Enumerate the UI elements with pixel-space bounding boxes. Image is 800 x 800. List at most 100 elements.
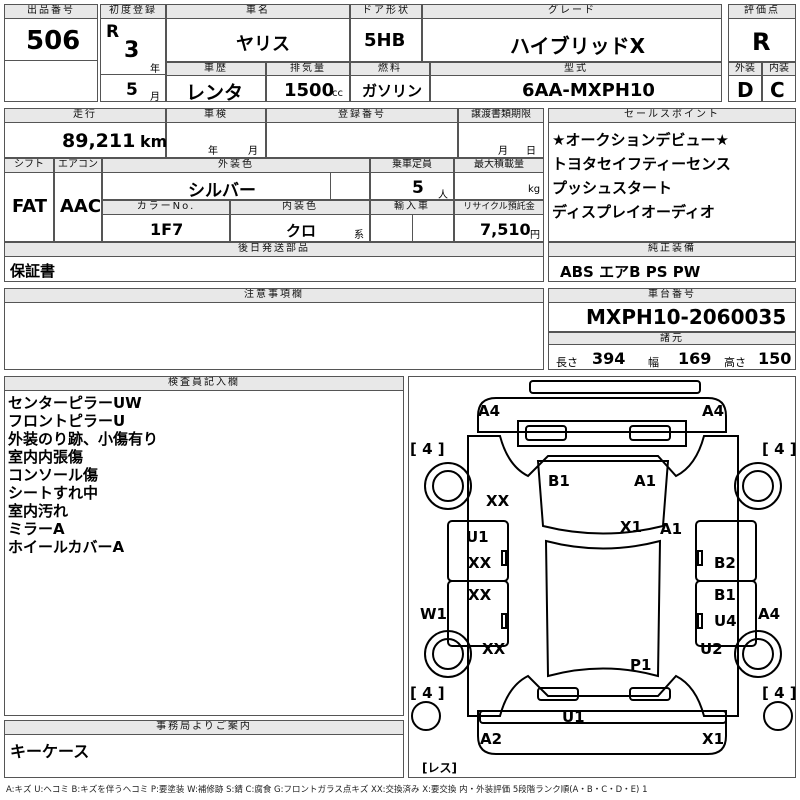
era: R <box>106 22 120 42</box>
front-grille-r <box>629 425 671 441</box>
car-damage-diagram: [ 4 ] [ 4 ] [ 4 ] [ 4 ] A4 A4 B1 A1 XX X… <box>410 380 796 775</box>
ac-label: エアコン <box>54 158 102 173</box>
chassis-label: 車台番号 <box>548 288 796 303</box>
lot-number: 506 <box>26 26 81 56</box>
wheel-fr-inner <box>742 470 774 502</box>
score-label: 評価点 <box>728 4 796 19</box>
score: R <box>752 28 771 56</box>
damage-mark: U1 <box>466 528 489 546</box>
damage-mark: A1 <box>634 472 656 490</box>
later-parts-label: 後日発送部品 <box>4 242 544 257</box>
int-color-label: 内装色 <box>230 200 370 215</box>
shift-label: シフト <box>4 158 54 173</box>
ext-color: シルバー <box>188 181 256 201</box>
damage-mark: B1 <box>548 472 570 490</box>
front-grille <box>525 425 567 441</box>
int-color-unit: 系 <box>354 230 364 241</box>
inspector-item: センターピラーUW <box>8 394 142 412</box>
bottom-bar <box>479 710 727 724</box>
damage-mark: XX <box>468 554 492 572</box>
rear-bumper <box>477 710 727 755</box>
door: 5HB <box>364 30 406 51</box>
wheel-rr <box>734 630 782 678</box>
capacity: 5 <box>412 178 424 198</box>
inspection-label: 車検 <box>166 108 266 123</box>
office-label: 事務局よりご案内 <box>4 720 404 735</box>
reg-year: 3 <box>124 38 140 63</box>
int-label: 内装 <box>762 62 796 76</box>
tire-fl-label: [ 4 ] <box>410 440 445 458</box>
ext-color-divider <box>330 173 331 200</box>
damage-mark: U2 <box>700 640 723 658</box>
inspector-item: シートすれ中 <box>8 484 99 502</box>
recycle-unit: 円 <box>530 230 540 241</box>
model: 6AA-MXPH10 <box>522 80 655 101</box>
damage-mark: P1 <box>630 656 651 674</box>
damage-mark: XX <box>486 492 510 510</box>
handle <box>697 550 703 566</box>
reg-no-label: 登録番号 <box>266 108 458 123</box>
roof <box>544 539 662 678</box>
sales-point: トヨタセイフティーセンス <box>552 155 731 173</box>
height-label: 高さ <box>724 356 746 369</box>
dims-label: 諸元 <box>548 332 796 345</box>
damage-mark: W1 <box>420 605 447 623</box>
handle <box>501 613 507 629</box>
int-score: C <box>770 78 785 102</box>
car-name-label: 車名 <box>166 4 350 19</box>
inspector-item: フロントピラーU <box>8 412 126 430</box>
transfer-month: 月 <box>498 146 508 157</box>
month-unit: 月 <box>150 92 160 103</box>
chassis-number: MXPH10-2060035 <box>586 305 787 329</box>
ext-color-label: 外装色 <box>102 158 370 173</box>
max-load-unit: kg <box>528 184 541 195</box>
first-reg-divider <box>100 74 166 75</box>
displacement-label: 排気量 <box>266 62 350 76</box>
capacity-label: 乗車定員 <box>370 158 454 173</box>
damage-mark: A4 <box>702 402 724 420</box>
tire-rl-label: [ 4 ] <box>410 684 445 702</box>
damage-mark: B1 <box>714 586 736 604</box>
rear-plate <box>537 687 579 701</box>
width: 169 <box>678 349 712 368</box>
inspector-item: コンソール傷 <box>8 466 99 484</box>
sales-point: ディスプレイオーディオ <box>552 203 715 221</box>
damage-mark: A4 <box>758 605 780 623</box>
import-divider <box>412 215 413 242</box>
wheel-fl-inner <box>432 470 464 502</box>
tire-fr-label: [ 4 ] <box>762 440 796 458</box>
damage-mark: U4 <box>714 612 737 630</box>
transfer-day: 日 <box>526 146 536 157</box>
damage-mark: XX <box>482 640 506 658</box>
hood <box>536 460 670 535</box>
rest-label: [レス] <box>422 761 457 775</box>
ac: AAC <box>60 196 102 217</box>
wheel-rl-inner <box>432 638 464 670</box>
max-load-label: 最大積載量 <box>454 158 544 173</box>
top-bar <box>529 380 701 394</box>
ext-label: 外装 <box>728 62 762 76</box>
reg-month: 5 <box>126 80 138 100</box>
wheel-fl <box>424 462 472 510</box>
damage-mark: X1 <box>620 518 642 536</box>
damage-mark: A2 <box>480 730 502 748</box>
mileage-label: 走行 <box>4 108 166 123</box>
mileage: 89,211 <box>62 130 136 152</box>
color-no: 1F7 <box>150 220 184 239</box>
mileage-unit: km <box>140 132 168 151</box>
length-label: 長さ <box>556 356 578 369</box>
first-reg-label: 初度登録 <box>100 4 166 19</box>
capacity-unit: 人 <box>438 190 448 201</box>
damage-mark: A1 <box>660 520 682 538</box>
displacement-unit: cc <box>332 88 343 99</box>
car-name: ヤリス <box>236 34 290 55</box>
fuel-label: 燃料 <box>350 62 430 76</box>
damage-mark: XX <box>468 586 492 604</box>
wheel-rl <box>424 630 472 678</box>
equipment: ABS エアB PS PW <box>560 263 701 281</box>
inspector-item: ホイールカバーA <box>8 538 125 556</box>
damage-mark: X1 <box>702 730 724 748</box>
right-front-door <box>695 520 757 582</box>
sales-point: プッシュスタート <box>552 179 673 197</box>
recycle: 7,510 <box>480 220 531 239</box>
